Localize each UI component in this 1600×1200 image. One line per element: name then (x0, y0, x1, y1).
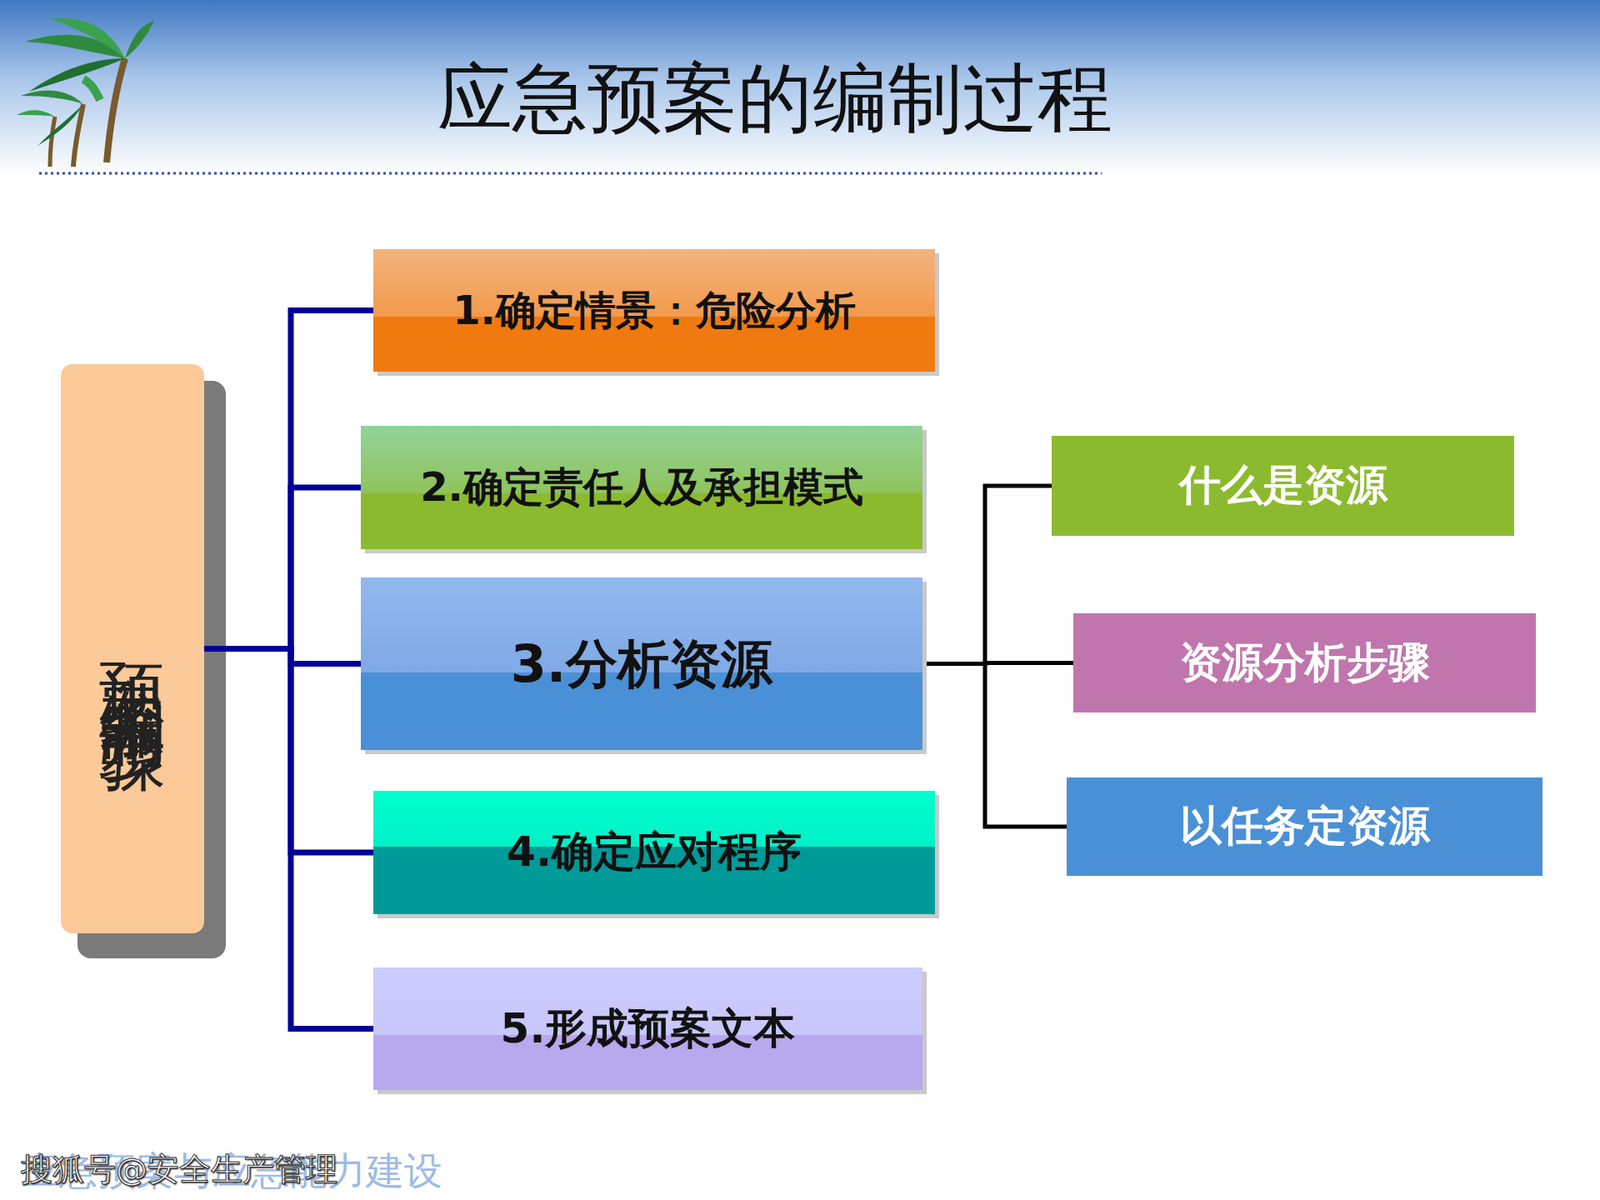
vertical-heading: 预案编制步骤 (94, 609, 171, 690)
process-box: 3.分析资源 (360, 577, 923, 750)
bracket-connector (922, 485, 1052, 665)
diagram-title: 应急预案的编制过程 (316, 56, 1234, 140)
box-label: 4.确定应对程序 (506, 828, 802, 877)
box-label: 5.形成预案文本 (500, 1005, 796, 1054)
bracket-connector (922, 663, 1074, 665)
box-label: 3.分析资源 (510, 634, 774, 694)
process-box: 2.确定责任人及承担模式 (360, 425, 923, 550)
watermark: 搜狐号@安全生产管理 (20, 1148, 338, 1191)
palm-illustration (16, 18, 155, 167)
bracket-connector (204, 649, 361, 665)
header-band (0, 0, 1600, 175)
step-group-box: 预案编制步骤 (60, 364, 205, 934)
bracket-connector (922, 664, 1067, 828)
box-label: 资源分析步骤 (1180, 639, 1430, 688)
box-label: 以任务定资源 (1180, 802, 1430, 851)
bracket-connector (204, 487, 361, 650)
box-label: 1.确定情景：危险分析 (452, 287, 856, 334)
process-box: 5.形成预案文本 (373, 967, 923, 1090)
bracket-connector (204, 649, 374, 854)
box-label: 2.确定责任人及承担模式 (420, 464, 864, 510)
process-box: 4.确定应对程序 (373, 790, 935, 915)
dotted-rule (39, 172, 1102, 175)
process-box: 1.确定情景：危险分析 (373, 249, 935, 372)
resource-box: 什么是资源 (1051, 435, 1515, 536)
bracket-connector (204, 310, 374, 650)
bracket-connector (204, 649, 374, 1030)
resource-box: 资源分析步骤 (1073, 613, 1536, 713)
box-label: 什么是资源 (1179, 461, 1388, 510)
resource-box: 以任务定资源 (1066, 777, 1543, 876)
